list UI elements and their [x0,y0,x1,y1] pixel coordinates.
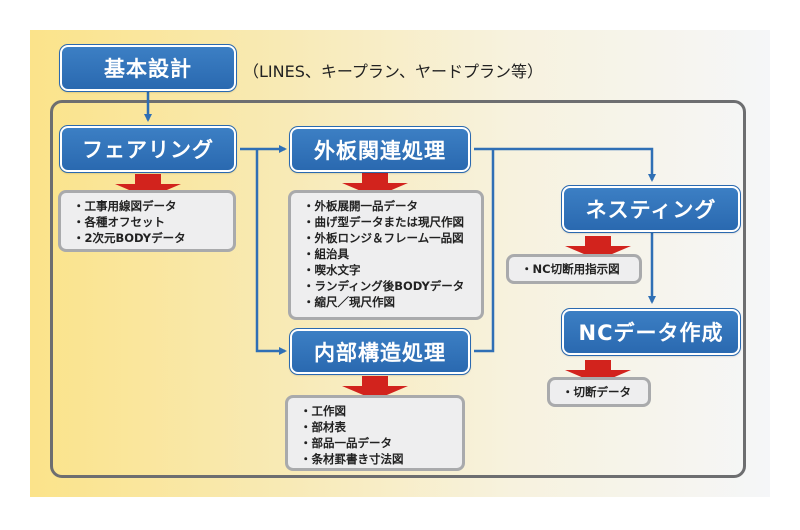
basic-design-note: （LINES、キープラン、ヤードプラン等） [243,62,543,81]
node-nc-data: NCデータ作成 [561,308,741,356]
node-label: ネスティング [585,198,717,222]
output-item: ・NC切断用指示図 [521,262,620,276]
output-item: ・2次元BODYデータ [73,231,186,245]
output-box-internal: ・工作図 ・部材表 ・部品一品データ ・条材罫書き寸法図 [285,395,465,471]
output-item: ・外板展開一品データ [303,199,418,213]
output-box-shell: ・外板展開一品データ ・曲げ型データまたは現尺作図 ・外板ロンジ＆フレーム一品図… [288,190,484,320]
output-arrow-fairing [115,174,181,198]
connector-fairing-to-internal [255,149,287,355]
process-frame [50,100,746,478]
output-arrow-internal [342,376,408,400]
output-item: ・外板ロンジ＆フレーム一品図 [303,231,464,245]
output-item: ・条材罫書き寸法図 [300,452,404,466]
connector-internal-to-shell-line [474,149,495,353]
output-item: ・工作図 [300,404,346,418]
output-box-nc-data: ・切断データ [547,377,651,407]
output-box-nesting: ・NC切断用指示図 [506,254,642,284]
node-internal-structure: 内部構造処理 [289,328,471,375]
node-label: 内部構造処理 [314,340,446,365]
output-item: ・組治具 [303,247,349,261]
node-label: NCデータ作成 [578,321,724,345]
output-arrow-nc-data [565,360,631,384]
output-item: ・縮尺／現尺作図 [303,295,395,309]
node-label: 外板関連処理 [314,138,446,163]
output-item: ・工事用線図データ [73,199,177,213]
node-basic-design: 基本設計 [59,44,237,92]
output-item: ・曲げ型データまたは現尺作図 [303,215,464,229]
output-box-fairing: ・工事用線図データ ・各種オフセット ・2次元BODYデータ [58,190,236,252]
node-nesting: ネスティング [561,185,741,233]
output-item: ・喫水文字 [303,263,361,277]
output-item: ・部品一品データ [300,436,392,450]
output-item: ・切断データ [562,385,631,399]
node-label: 基本設計 [104,57,192,81]
output-item: ・ランディング後BODYデータ [303,279,465,293]
node-fairing: フェアリング [59,125,237,173]
output-arrow-shell [342,173,408,197]
output-item: ・各種オフセット [73,215,165,229]
output-arrow-nesting [565,236,631,260]
node-label: フェアリング [82,138,214,162]
node-shell-processing: 外板関連処理 [289,126,471,173]
connector-shell-to-nesting [474,147,656,182]
output-item: ・部材表 [300,420,346,434]
